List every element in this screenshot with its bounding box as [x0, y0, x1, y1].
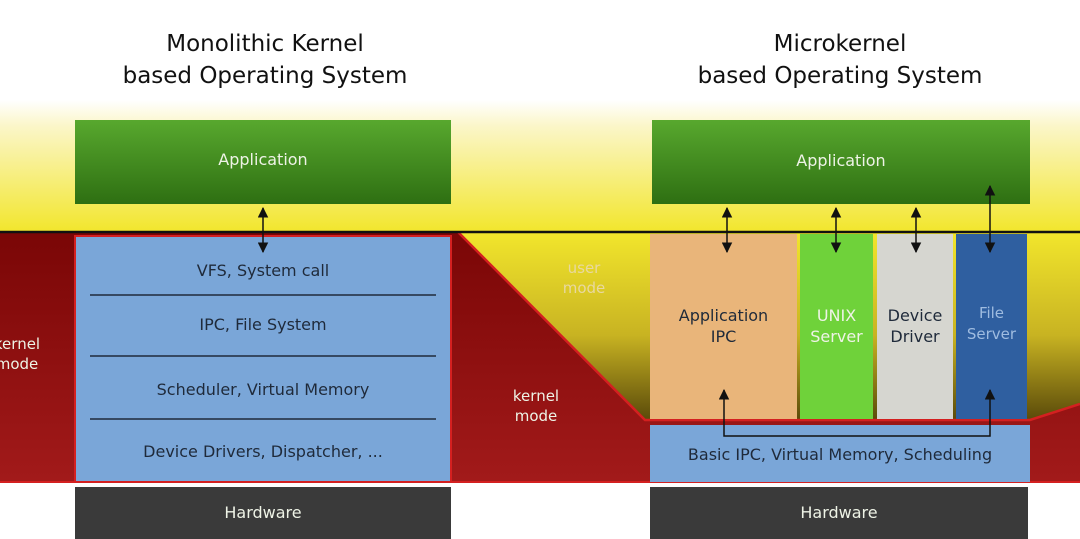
- unix-server-label: UNIX Server: [810, 306, 863, 346]
- device-driver-label: Device Driver: [887, 306, 943, 346]
- mono-application-label: Application: [218, 149, 308, 169]
- unix-server-box: [800, 234, 873, 419]
- device-driver-box: [877, 234, 953, 419]
- micro-hardware-box: [650, 487, 1028, 539]
- mode-boundary-line: [457, 231, 1080, 422]
- micro-hardware-label: Hardware: [800, 502, 878, 522]
- mono-hardware-label: Hardware: [224, 502, 302, 522]
- user-mode-label: user mode: [562, 259, 606, 297]
- micro-kernel-label: Basic IPC, Virtual Memory, Scheduling: [687, 444, 993, 464]
- micro-application-box: [652, 120, 1030, 204]
- app-ipc-label: Application IPC: [678, 306, 769, 346]
- mono-layer-scheduler: Scheduler, Virtual Memory: [156, 379, 370, 399]
- mono-hardware-box: [75, 487, 451, 539]
- kernel-mode-label-mid: kernel mode: [512, 387, 560, 425]
- app-ipc-box: [650, 234, 797, 419]
- micro-application-label: Application: [796, 150, 886, 170]
- file-server-label: File Server: [966, 304, 1017, 343]
- mono-layer-drivers: Device Drivers, Dispatcher, ...: [143, 441, 383, 461]
- mono-layer-vfs: VFS, System call: [196, 260, 330, 280]
- kernel-mode-label-left: kernel mode: [0, 335, 41, 373]
- mono-title: Monolithic Kernel based Operating System: [122, 31, 408, 89]
- mono-layer-ipc: IPC, File System: [199, 314, 327, 334]
- ipc-message-arrow: [718, 388, 996, 437]
- micro-title: Microkernel based Operating System: [697, 31, 983, 89]
- micro-kernel-box: [650, 425, 1030, 482]
- mono-application-box: [75, 120, 451, 204]
- file-server-box: [956, 234, 1027, 419]
- mono-kernel-box: [74, 235, 452, 483]
